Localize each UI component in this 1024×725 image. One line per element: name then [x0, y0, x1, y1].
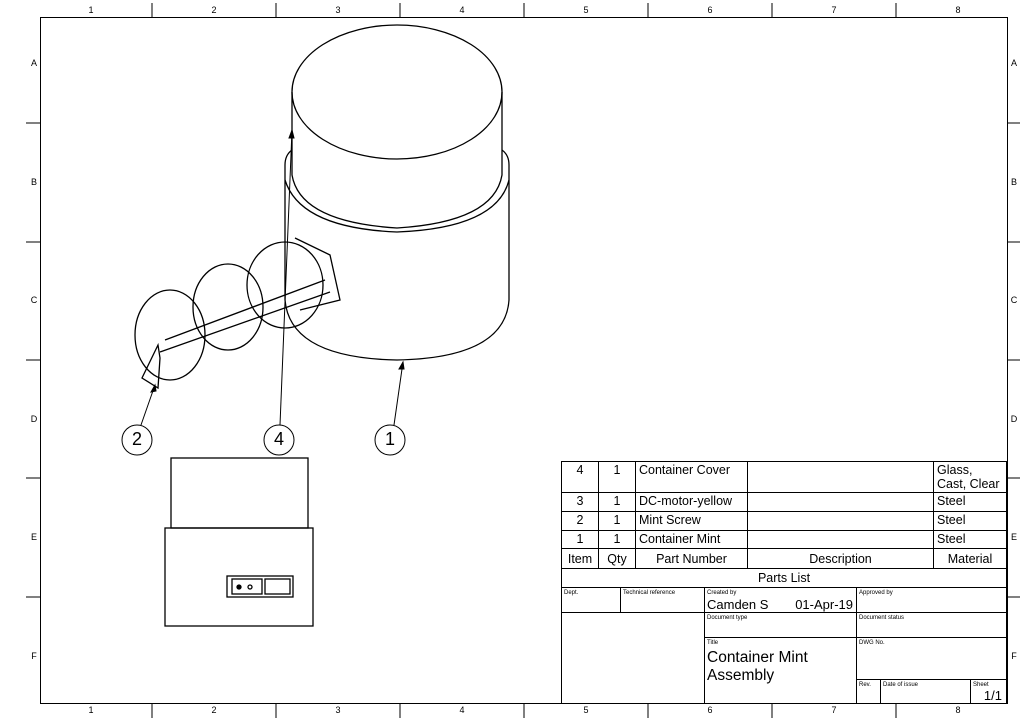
balloon-item-1: 1 — [384, 429, 395, 449]
zone-row-c-right: C — [1010, 295, 1018, 305]
title-label: Title — [707, 640, 719, 646]
zone-col-8-bottom: 8 — [955, 705, 961, 715]
zone-row-e-right: E — [1010, 532, 1017, 542]
created-by-label: Created by — [707, 590, 737, 596]
title-cell: Title Container Mint Assembly — [704, 637, 857, 704]
dwg-no-label: DWG No. — [856, 637, 1007, 680]
zone-col-4: 4 — [459, 5, 465, 15]
blank-block — [561, 612, 705, 704]
date-of-issue-label: Date of issue — [880, 679, 971, 704]
qty-cell: 1 — [598, 461, 636, 493]
approved-by-label: Approved by — [856, 587, 1007, 613]
drawing-title: Container Mint Assembly — [707, 649, 808, 684]
zone-row-b-right: B — [1010, 177, 1017, 187]
dept-label: Dept. — [561, 587, 621, 613]
zone-row-d-right: D — [1010, 414, 1018, 424]
zone-col-2-bottom: 2 — [211, 705, 217, 715]
rev-label: Rev. — [856, 679, 881, 704]
material-cell: Steel — [933, 530, 1007, 549]
qty-cell: 1 — [598, 530, 636, 549]
zone-row-d: D — [30, 414, 38, 424]
sheet-value: 1/1 — [983, 688, 1002, 703]
document-status-label: Document status — [856, 612, 1007, 638]
zone-col-5: 5 — [583, 5, 589, 15]
description-cell — [747, 511, 934, 531]
zone-row-a: A — [30, 58, 37, 68]
zone-row-b: B — [30, 177, 37, 187]
part-number-cell: Container Mint — [635, 530, 748, 549]
part-number-cell: Mint Screw — [635, 511, 748, 531]
zone-col-7-bottom: 7 — [831, 705, 837, 715]
mint-screw-part — [134, 237, 341, 390]
header-qty: Qty — [598, 548, 636, 569]
zone-row-f-right: F — [1011, 651, 1017, 661]
zone-col-8: 8 — [955, 5, 961, 15]
balloon-item-2: 2 — [131, 429, 142, 449]
part-number-cell: DC-motor-yellow — [635, 492, 748, 512]
balloon-item-4: 4 — [273, 429, 284, 449]
zone-row-c: C — [30, 295, 38, 305]
zone-row-e: E — [30, 532, 37, 542]
created-by-value: Camden S — [707, 597, 769, 612]
header-part-number: Part Number — [635, 548, 748, 569]
zone-col-5-bottom: 5 — [583, 705, 589, 715]
material-cell: Glass, Cast, Clear — [933, 461, 1007, 493]
zone-col-1-bottom: 1 — [88, 705, 94, 715]
zone-col-7: 7 — [831, 5, 837, 15]
container-mint-part — [284, 24, 510, 361]
zone-col-1: 1 — [88, 5, 94, 15]
dc-motor-part — [164, 457, 314, 627]
zone-col-3-bottom: 3 — [335, 705, 341, 715]
part-number-cell: Container Cover — [635, 461, 748, 493]
description-cell — [747, 530, 934, 549]
created-date-value: 01-Apr-19 — [795, 597, 853, 612]
zone-col-6: 6 — [707, 5, 713, 15]
created-by-cell: Created by Camden S 01-Apr-19 — [704, 587, 857, 613]
zone-ticks — [26, 3, 1020, 718]
sheet-cell: Sheet 1/1 — [970, 679, 1007, 704]
item-cell: 4 — [561, 461, 599, 493]
item-cell: 1 — [561, 530, 599, 549]
zone-row-a-right: A — [1010, 58, 1017, 68]
zone-col-2: 2 — [211, 5, 217, 15]
material-cell: Steel — [933, 492, 1007, 512]
qty-cell: 1 — [598, 492, 636, 512]
document-type-label: Document type — [704, 612, 857, 638]
description-cell — [747, 461, 934, 493]
zone-row-f: F — [31, 651, 37, 661]
header-material: Material — [933, 548, 1007, 569]
balloon-leaders — [121, 128, 406, 456]
parts-list-title: Parts List — [561, 568, 1007, 588]
technical-reference-label: Technical reference — [620, 587, 705, 613]
zone-col-6-bottom: 6 — [707, 705, 713, 715]
item-cell: 3 — [561, 492, 599, 512]
sheet-label: Sheet — [973, 682, 989, 688]
header-item: Item — [561, 548, 599, 569]
qty-cell: 1 — [598, 511, 636, 531]
zone-col-4-bottom: 4 — [459, 705, 465, 715]
zone-col-3: 3 — [335, 5, 341, 15]
description-cell — [747, 492, 934, 512]
item-cell: 2 — [561, 511, 599, 531]
material-cell: Steel — [933, 511, 1007, 531]
header-description: Description — [747, 548, 934, 569]
